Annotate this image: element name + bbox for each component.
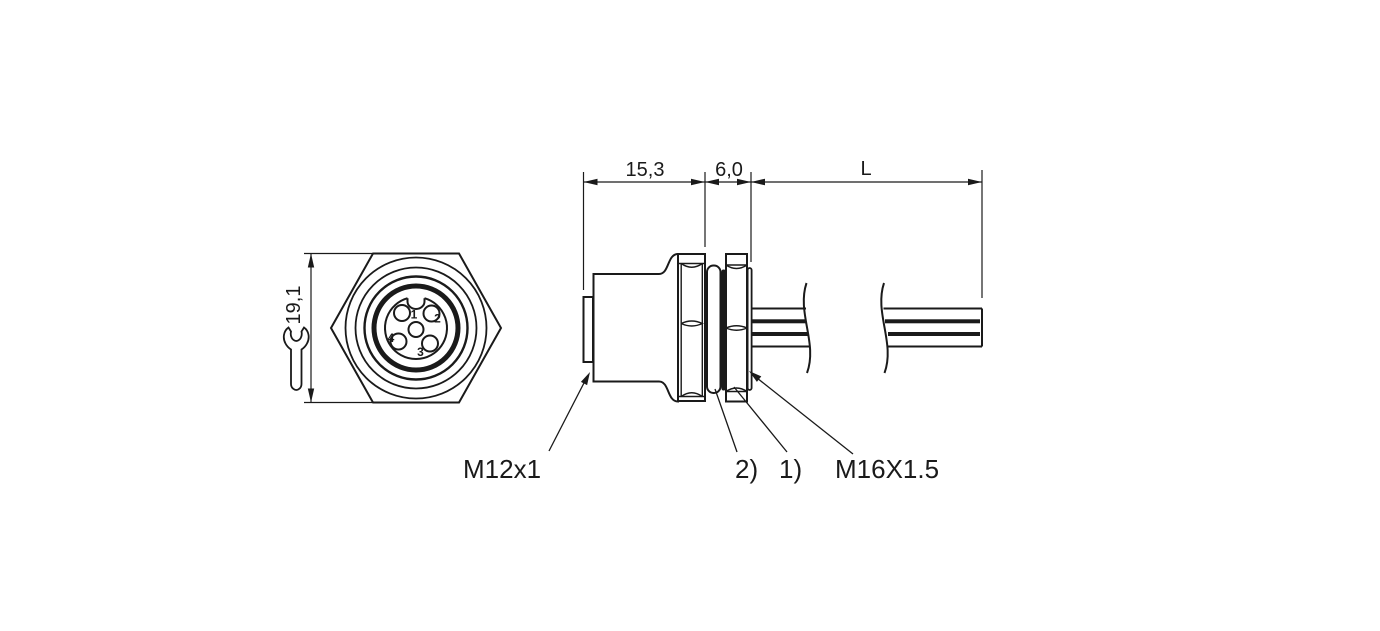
leader-front-thread-arrow: [580, 372, 590, 386]
pin-2-label: 2: [434, 312, 441, 326]
dim-cable-length-value: L: [860, 158, 871, 180]
leader-washer: [714, 388, 738, 453]
leader-mount-thread-arrow: [749, 371, 762, 382]
pin-4-label: 4: [388, 331, 395, 345]
gasket-strip: [721, 269, 726, 391]
dim-front-length-value: 15,3: [626, 159, 665, 181]
pin-hole-1: [393, 304, 411, 322]
pin-hole-3: [421, 334, 439, 353]
hex-flange-outline: [329, 252, 503, 404]
leader-front-thread: [548, 380, 586, 452]
break-line-2: [880, 282, 889, 374]
mount-thread-label: M16X1.5: [835, 454, 939, 484]
pin-hole-4: [389, 332, 408, 351]
dimension-across-flats: 19,1: [282, 252, 372, 404]
insert-face-circle: [384, 297, 448, 360]
coupling-ring-inner: [363, 275, 469, 381]
hex-body-side: [677, 253, 706, 402]
dimension-lengths: 15,3 6,0 L: [582, 158, 983, 298]
coupling-ring-outer: [354, 266, 478, 390]
dim-mount-thickness-value: 6,0: [715, 159, 743, 181]
connector-body: [592, 252, 679, 403]
mount-thread-sleeve: [746, 267, 753, 391]
washer: [706, 264, 722, 394]
pin-3-label: 3: [417, 345, 424, 359]
mounting-nut: [725, 253, 748, 403]
hex-body-facets: [678, 262, 705, 398]
leader-nut: [733, 386, 788, 453]
cable-segment-2: [883, 307, 983, 348]
callouts: M12x1 2) 1) M16X1.5: [463, 371, 939, 484]
front-thread-label: M12x1: [463, 454, 541, 484]
leader-mount-thread: [756, 377, 854, 455]
pin-hole-center: [407, 321, 425, 338]
arrowhead-up: [307, 253, 315, 268]
cable-segment-1: [752, 307, 809, 348]
front-view: 1 2 3 4: [329, 252, 503, 404]
side-view: [582, 252, 983, 403]
wrench-icon: [282, 326, 310, 391]
nut-ref-label: 1): [779, 454, 802, 484]
washer-ref-label: 2): [735, 454, 758, 484]
break-line-1: [802, 282, 812, 374]
front-tab: [582, 296, 594, 363]
dim-across-flats-value: 19,1: [283, 286, 305, 325]
thread-ring: [371, 283, 461, 373]
keyway-notch: [406, 298, 426, 310]
pin-hole-2: [422, 304, 441, 323]
chamfer-circle: [344, 256, 488, 400]
pin-1-label: 1: [411, 308, 418, 322]
arrowhead-down: [307, 388, 315, 403]
